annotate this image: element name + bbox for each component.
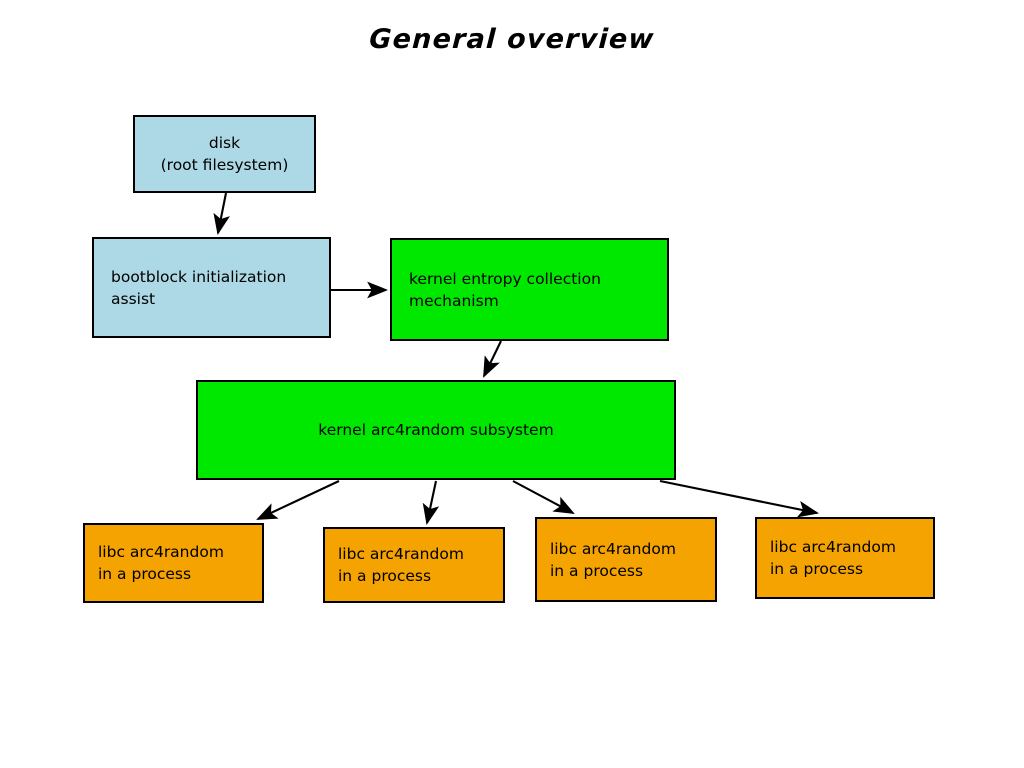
page-title: General overview <box>368 24 656 55</box>
edge-disk-to-bootblock <box>213 192 230 236</box>
node-libc-process-2-label: libc arc4random in a process <box>338 545 464 585</box>
edge-arc4random-to-libc-4 <box>659 479 820 518</box>
node-libc-process-3-label: libc arc4random in a process <box>550 539 676 580</box>
edge-arc4random-to-libc-3 <box>512 480 575 514</box>
edge-arc4random-to-libc-2 <box>422 480 440 526</box>
node-kernel-arc4random-label: kernel arc4random subsystem <box>318 421 554 439</box>
node-libc-process-4[interactable]: libc arc4random in a process <box>755 517 935 599</box>
node-disk[interactable]: disk (root filesystem) <box>133 115 316 193</box>
edge-arc4random-to-libc-1 <box>256 480 340 520</box>
node-libc-process-2[interactable]: libc arc4random in a process <box>323 527 505 603</box>
edge-entropy-to-arc4random <box>483 340 502 378</box>
node-libc-process-4-label: libc arc4random in a process <box>770 538 896 578</box>
node-libc-process-1[interactable]: libc arc4random in a process <box>83 523 264 603</box>
node-kernel-arc4random[interactable]: kernel arc4random subsystem <box>196 380 676 480</box>
node-kernel-entropy-label: kernel entropy collection mechanism <box>409 269 601 310</box>
node-disk-label: disk (root filesystem) <box>160 134 289 174</box>
node-libc-process-1-label: libc arc4random in a process <box>98 543 224 583</box>
node-bootblock-label: bootblock initialization assist <box>111 267 287 308</box>
node-libc-process-3[interactable]: libc arc4random in a process <box>535 517 717 602</box>
node-kernel-entropy[interactable]: kernel entropy collection mechanism <box>390 238 669 341</box>
node-bootblock[interactable]: bootblock initialization assist <box>92 237 331 338</box>
